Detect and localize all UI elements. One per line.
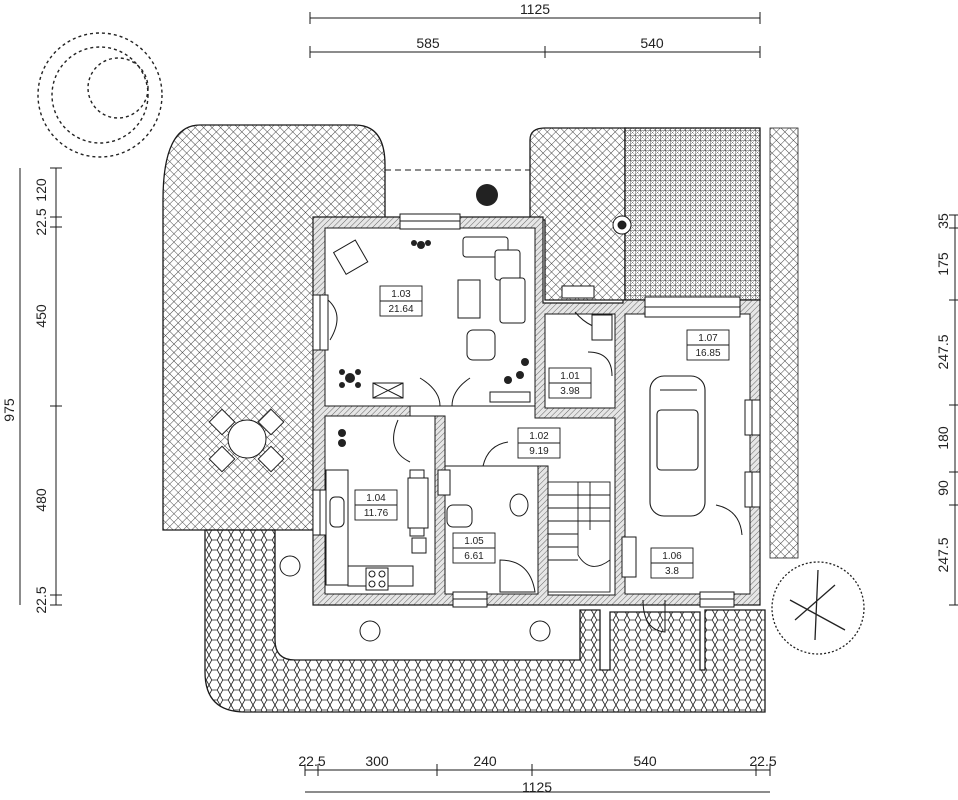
upper-right-terrace [529,127,626,301]
ornamental-tree-top-left [37,32,163,158]
dimension-label: 35 [935,213,951,229]
kitchen-furniture [325,469,429,591]
room-number: 1.05 [464,536,484,547]
dimension-label: 247.5 [935,334,951,369]
room-area: 11.76 [364,508,389,519]
trees [279,215,632,642]
hedge-strip [769,127,799,559]
room-label: 1.07 16.85 [686,329,730,361]
staircase [547,481,611,593]
dimension-label: 450 [33,304,49,328]
room-label: 1.02 9.19 [517,427,561,459]
room-number: 1.01 [560,371,580,382]
car [649,375,706,517]
room-area: 9.19 [529,446,549,457]
front-paving [204,529,766,713]
dimension-label: 180 [935,426,951,450]
storage-cabinets [561,285,637,578]
bathroom-fixtures [437,469,536,593]
room-label: 1.06 3.8 [650,547,694,579]
dimension-label: 22.5 [749,753,776,769]
dimension-label: 1125 [520,1,550,17]
room-number: 1.02 [529,431,549,442]
dimension-label: 1125 [522,779,552,795]
tree-bottom-right [771,561,865,655]
room-area: 16.85 [695,348,720,359]
room-label: 1.01 3.98 [548,367,592,399]
room-number: 1.07 [698,333,718,344]
dimension-label: 175 [935,252,951,276]
windows [312,213,761,608]
dimension-label: 22.5 [33,586,49,613]
dimension-label: 585 [416,35,440,51]
room-number: 1.04 [366,493,386,504]
living-room-furniture [332,236,531,403]
room-area: 6.61 [464,551,484,562]
room-label: 1.03 21.64 [379,285,423,317]
dimension-label: 540 [640,35,664,51]
room-label: 1.04 11.76 [354,489,398,521]
room-area: 3.98 [560,386,580,397]
dimension-label: 300 [365,753,389,769]
room-1.02-floor [409,405,616,596]
dimension-label: 90 [935,480,951,496]
room-labels: 1.03 21.64 1.07 16.85 1.01 3.98 1.02 9.19 1.04 11… [354,285,730,579]
patio-table [208,408,285,473]
room-number: 1.06 [662,551,682,562]
dimension-lines [19,12,958,793]
dimension-label: 975 [1,398,17,422]
dimension-label: 540 [633,753,657,769]
upper-right-grid-terrace [624,127,761,301]
room-number: 1.03 [391,289,411,300]
room-area: 21.64 [388,304,413,315]
dimension-label: 480 [33,488,49,512]
room-label: 1.05 6.61 [452,532,496,564]
dimension-label: 247.5 [935,537,951,572]
dimension-label: 240 [473,753,497,769]
dimension-label: 22.5 [33,208,49,235]
dimension-label: 120 [33,178,49,202]
plants [338,184,529,447]
room-area: 3.8 [665,566,679,577]
dimension-label: 22.5 [298,753,325,769]
